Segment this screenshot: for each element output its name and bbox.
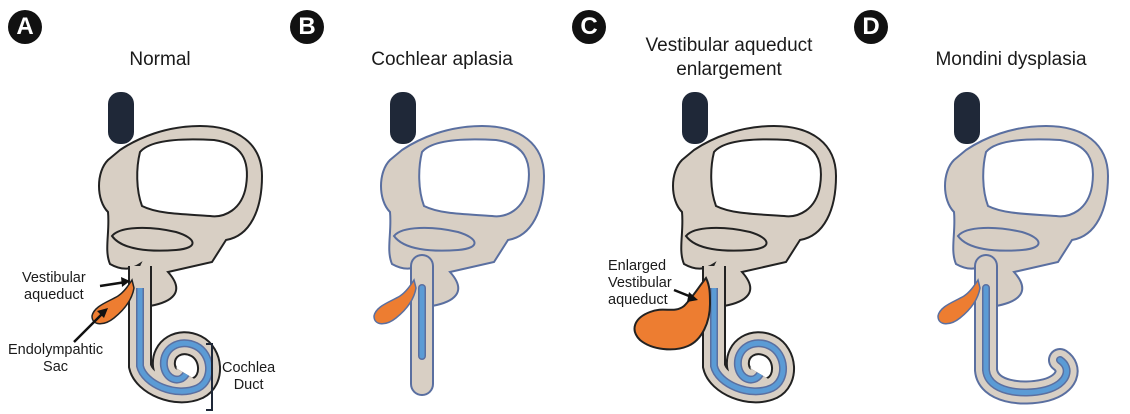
endolymphatic-sac-arrow [74,312,104,342]
semicircular-canal-hole [711,139,821,216]
ampulla [682,92,708,144]
label-enlarged-vestibular-aqueduct: Enlarged Vestibular aqueduct [608,258,672,309]
panel-mondini-dysplasia: D Mondini dysplasia [846,0,1128,414]
inner-ear-diagram-cochlear-aplasia [282,0,564,414]
semicircular-canal-hole [137,139,247,216]
endolymphatic-sac [938,280,980,324]
panel-vestibular-aqueduct-enlargement: C Vestibular aqueduct enlargement Enlarg… [564,0,846,414]
ampulla [954,92,980,144]
inner-ear-diagram-vestibular-aqueduct-enlargement [564,0,846,414]
inner-ear-diagram-mondini-dysplasia [846,0,1128,414]
panel-cochlear-aplasia: B Cochlear aplasia [282,0,564,414]
ampulla [390,92,416,144]
semicircular-canal-hole [419,139,529,216]
panel-normal: A Normal Vestibular aqueduct Endolympaht… [0,0,282,414]
label-endolymphatic-sac: Endolympahtic Sac [8,342,103,376]
label-cochlea-duct: Cochlea Duct [222,360,275,394]
label-vestibular-aqueduct: Vestibular aqueduct [22,270,86,304]
semicircular-canal-hole [983,139,1093,216]
ampulla [108,92,134,144]
endolymphatic-sac [374,280,416,324]
